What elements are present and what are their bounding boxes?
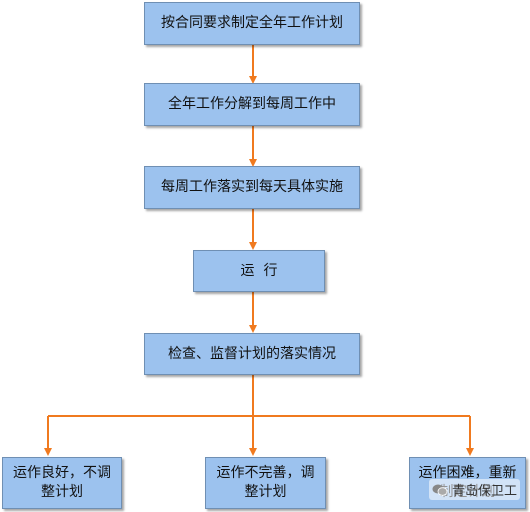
wechat-icon [432, 483, 448, 497]
step-operation: 运 行 [193, 250, 325, 292]
step-annual-plan-label: 按合同要求制定全年工作计划 [161, 15, 343, 31]
outcome-good: 运作良好，不调整计划 [2, 457, 122, 509]
watermark-text: 青岛保卫工 [451, 484, 517, 499]
step-weekly-breakdown-label: 全年工作分解到每周工作中 [168, 96, 336, 112]
outcome-imperfect-label: 运作不完善，调整计划 [216, 465, 315, 500]
step-daily-implementation-label: 每周工作落实到每天具体实施 [161, 179, 343, 195]
step-inspection-label: 检查、监督计划的落实情况 [168, 345, 336, 362]
watermark: 青岛保卫工 [428, 479, 520, 500]
step-operation-label: 运 行 [240, 262, 278, 279]
step-annual-plan: 按合同要求制定全年工作计划 [144, 2, 360, 45]
step-weekly-breakdown: 全年工作分解到每周工作中 [144, 83, 360, 126]
step-daily-implementation: 每周工作落实到每天具体实施 [144, 166, 360, 209]
outcome-good-label: 运作良好，不调整计划 [13, 465, 111, 500]
outcome-imperfect: 运作不完善，调整计划 [205, 457, 326, 509]
step-inspection: 检查、监督计划的落实情况 [144, 333, 360, 375]
